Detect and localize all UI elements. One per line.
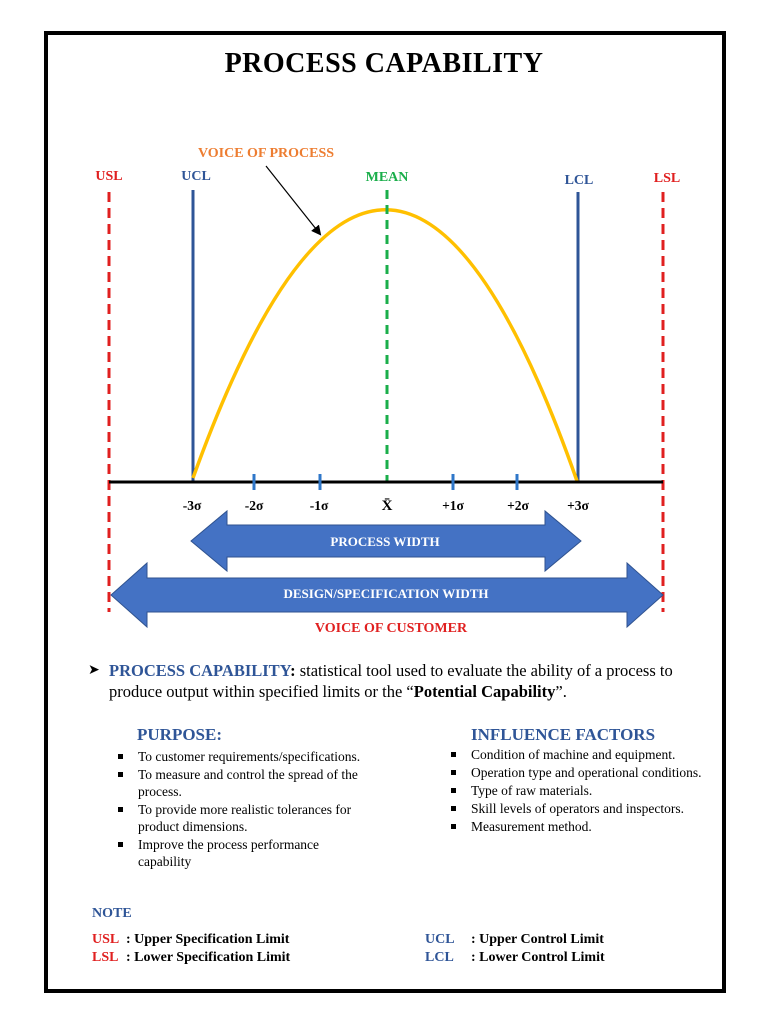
page-frame xyxy=(44,31,726,993)
tick-label: +3σ xyxy=(567,498,589,513)
list-item: Improve the process performance capabili… xyxy=(114,836,374,870)
voice-of-process-label: VOICE OF PROCESS xyxy=(198,146,334,161)
note-lsl-value: : Lower Specification Limit xyxy=(126,950,291,965)
lsl-label: LSL xyxy=(654,171,680,186)
influence-list: Condition of machine and equipment. Oper… xyxy=(447,746,717,836)
tick-label: +2σ xyxy=(507,498,529,513)
purpose-heading: PURPOSE: xyxy=(137,725,222,744)
process-width-arrow xyxy=(190,509,582,573)
voice-pointer-arrow xyxy=(265,165,322,236)
tick-label: -2σ xyxy=(245,498,264,513)
design-width-arrow xyxy=(110,561,664,629)
list-item: To provide more realistic tolerances for… xyxy=(114,801,374,835)
tick-label: -3σ xyxy=(183,498,202,513)
design-width-label: DESIGN/SPECIFICATION WIDTH xyxy=(283,586,488,601)
definition-end: ”. xyxy=(555,682,567,701)
definition-paragraph: ➤ PROCESS CAPABILITY: statistical tool u… xyxy=(88,660,728,702)
definition-colon: : xyxy=(290,661,296,680)
definition-emphasis: Potential Capability xyxy=(413,682,556,701)
mean-label: MEAN xyxy=(366,170,409,185)
note-lcl: LCL : Lower Control Limit xyxy=(425,950,605,966)
ucl-label: UCL xyxy=(181,169,211,184)
note-lcl-value: : Lower Control Limit xyxy=(471,950,605,965)
note-usl-value: : Upper Specification Limit xyxy=(126,932,290,947)
voice-of-customer-label: VOICE OF CUSTOMER xyxy=(315,621,468,636)
note-ucl-key: UCL xyxy=(425,932,455,947)
tick-label-mean: X̄ xyxy=(382,498,393,514)
note-lcl-key: LCL xyxy=(425,950,454,965)
note-heading: NOTE xyxy=(92,906,132,921)
note-usl-key: USL xyxy=(92,932,120,947)
page-title: PROCESS CAPABILITY xyxy=(224,48,544,79)
tick-label: -1σ xyxy=(310,498,329,513)
list-item: Measurement method. xyxy=(447,818,717,835)
list-item: Skill levels of operators and inspectors… xyxy=(447,800,717,817)
note-ucl: UCL : Upper Control Limit xyxy=(425,932,604,948)
list-item: Operation type and operational condition… xyxy=(447,764,717,781)
definition-term: PROCESS CAPABILITY xyxy=(109,661,291,680)
note-lsl: LSL : Lower Specification Limit xyxy=(92,950,290,966)
note-ucl-value: : Upper Control Limit xyxy=(471,932,604,947)
influence-heading: INFLUENCE FACTORS xyxy=(471,725,656,744)
note-usl: USL : Upper Specification Limit xyxy=(92,932,289,948)
tick-label: +1σ xyxy=(442,498,464,513)
list-item: To customer requirements/specifications. xyxy=(114,748,374,765)
definition-text: statistical tool used to evaluate the ab… xyxy=(109,661,673,701)
lcl-label: LCL xyxy=(565,173,594,188)
process-width-label: PROCESS WIDTH xyxy=(330,534,439,549)
list-item: To measure and control the spread of the… xyxy=(114,766,374,800)
list-item: Type of raw materials. xyxy=(447,782,717,799)
note-lsl-key: LSL xyxy=(92,950,119,965)
list-item: Condition of machine and equipment. xyxy=(447,746,717,763)
purpose-list: To customer requirements/specifications.… xyxy=(114,748,374,871)
usl-label: USL xyxy=(95,169,122,184)
voice-of-process-curve xyxy=(191,208,579,482)
arrowhead-bullet-icon: ➤ xyxy=(88,663,100,678)
